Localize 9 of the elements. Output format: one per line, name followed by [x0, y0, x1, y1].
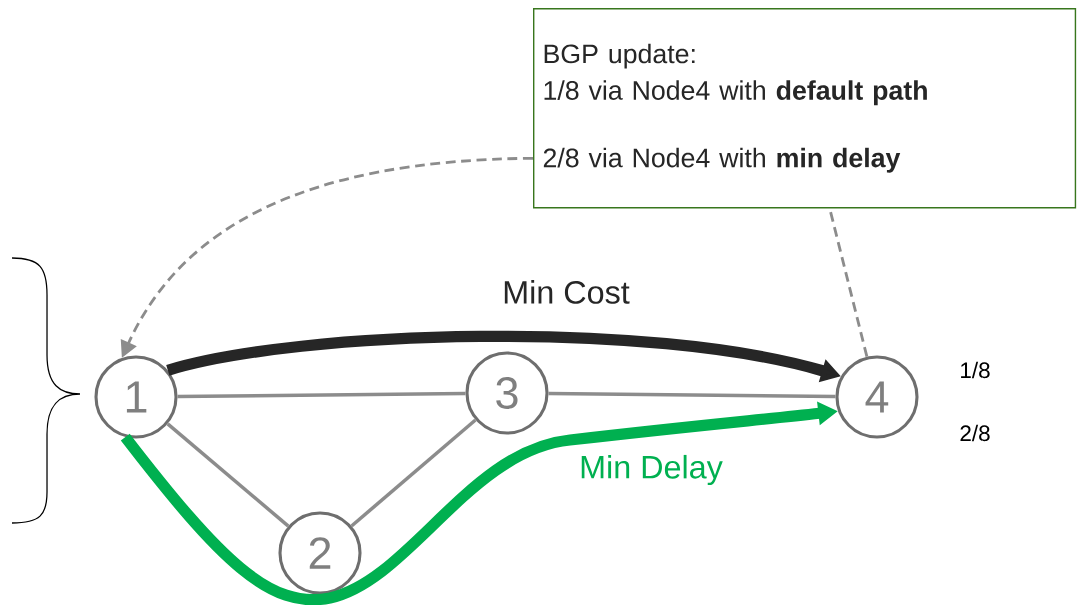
link-line	[166, 422, 290, 528]
prefix-label: 2/8	[960, 424, 990, 442]
link-line	[177, 391, 466, 399]
prefix-label: 1/8	[961, 361, 990, 379]
link-line	[350, 418, 477, 528]
edge-label: Min Delay	[577, 453, 725, 487]
update-box: BGP update: 1/8 via Node4 with default path 2/8 via Node4 with min delay	[533, 8, 1077, 209]
link-line	[548, 391, 836, 399]
edge-label: Min Cost	[500, 278, 632, 306]
